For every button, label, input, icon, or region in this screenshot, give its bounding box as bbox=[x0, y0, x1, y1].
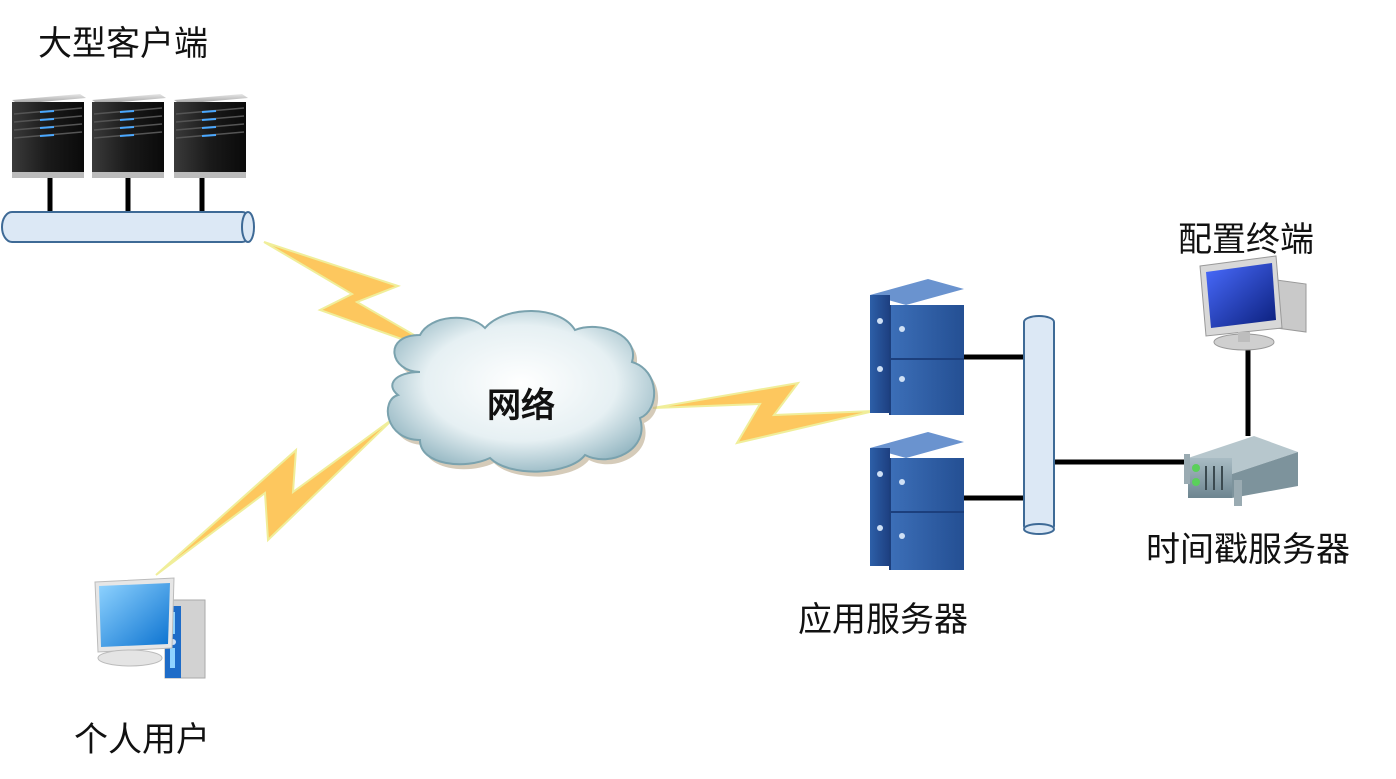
tower-server-icon bbox=[12, 94, 86, 178]
lightning-bolt-icon bbox=[652, 381, 875, 445]
app-servers-label: 应用服务器 bbox=[798, 600, 968, 640]
desktop-computer-icon bbox=[94, 577, 206, 679]
tower-server-icon bbox=[92, 94, 166, 178]
client-bus bbox=[1, 175, 255, 243]
app-server-bus bbox=[964, 315, 1190, 535]
tower-server-icon bbox=[174, 94, 248, 178]
network-label: 网络 bbox=[487, 386, 555, 426]
config-terminal-label: 配置终端 bbox=[1178, 220, 1314, 260]
rack-server-icon bbox=[1184, 436, 1298, 506]
timestamp-server-label: 时间戳服务器 bbox=[1146, 530, 1350, 570]
personal-user-label: 个人用户 bbox=[74, 720, 210, 760]
cloud-icon bbox=[386, 310, 659, 477]
blade-server-icon bbox=[870, 432, 964, 570]
workstation-icon bbox=[1199, 255, 1307, 351]
lightning-bolt-icon bbox=[155, 417, 395, 576]
blade-server-icon bbox=[870, 279, 964, 415]
large-clients-label: 大型客户端 bbox=[38, 24, 208, 64]
